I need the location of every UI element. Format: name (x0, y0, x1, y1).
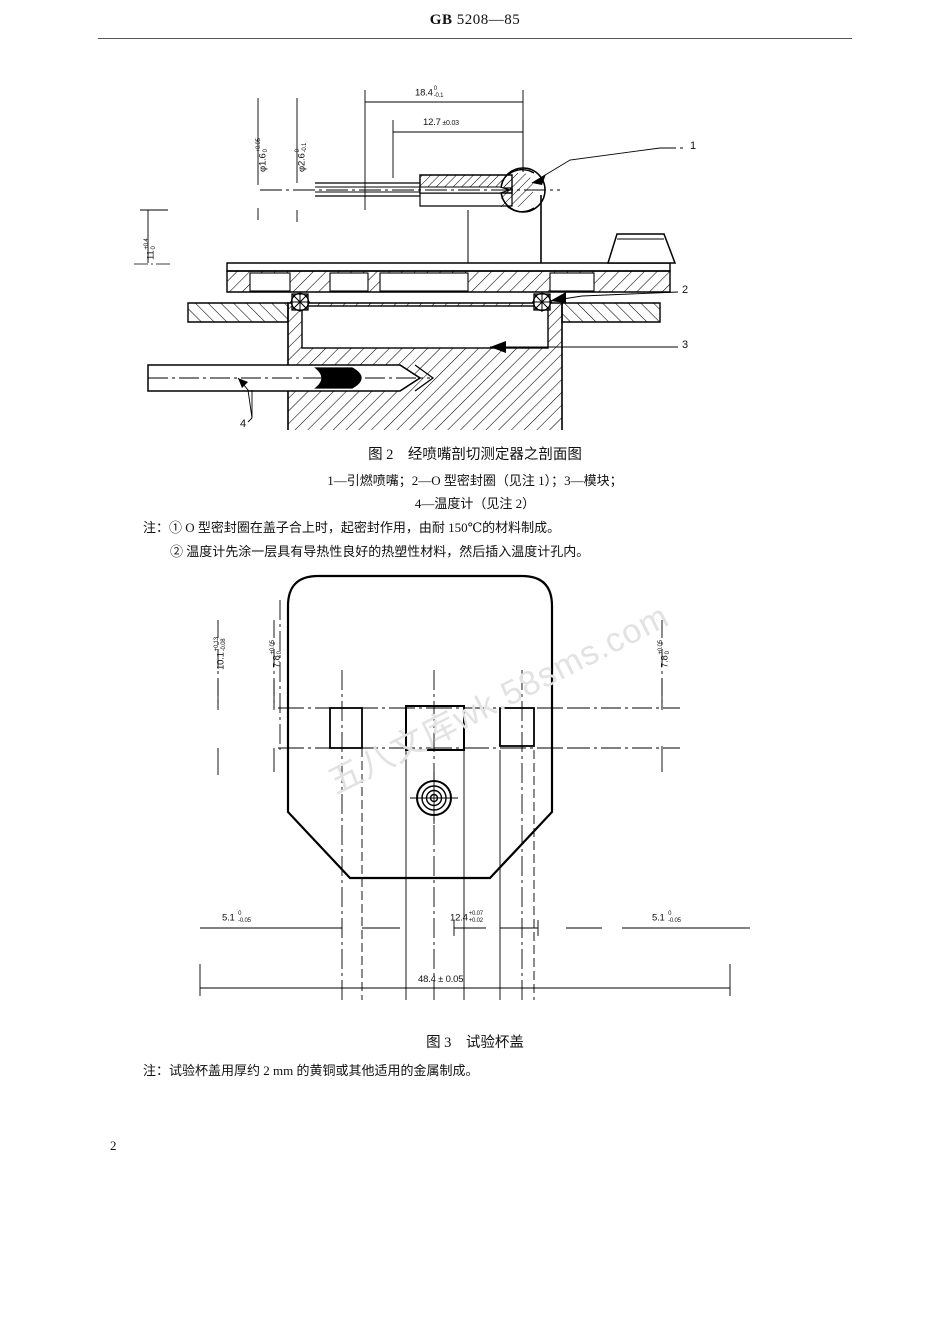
dim-length-inner-tol: ±0.03 (442, 120, 459, 127)
dim-dia-small-value: φ1.6 (257, 153, 269, 172)
figure-2-legend-line-2: 4—温度计（见注 2） (414, 496, 536, 511)
dim-height-tol-lower: 0 (150, 246, 157, 250)
dim-dia-small-tol-lower: 0 (262, 149, 269, 153)
dim-length-inner-value: 12.7 (423, 117, 441, 128)
page-number: 2 (110, 1138, 117, 1153)
dim-f3-left-vert2-tol-lower: 0 (276, 651, 283, 655)
dim-f3-bottom-left: 5.1 0-0.05 (222, 911, 251, 924)
dim-f3-left-vert2-tol-upper: +0.05 (270, 640, 276, 655)
header-divider (98, 38, 852, 39)
figure-2-note-1: 注：① O 型密封圈在盖子合上时，起密封作用，由耐 150℃的材料制成。 (143, 520, 561, 535)
dim-f3-bottom-center-tol-upper: +0.07 (468, 911, 483, 917)
dim-f3-bottom-center: 12.4+0.07+0.02 (450, 911, 483, 924)
dim-f3-right-vert-value: 7.8 (659, 655, 671, 668)
figure-2-svg (134, 90, 686, 430)
page-header: GB 5208—85 (98, 12, 852, 29)
dim-f3-bottom-right-tol-lower: -0.05 (668, 917, 681, 924)
dim-length-total-tol-upper: 0 (433, 86, 437, 92)
dim-f3-left-vert2-value: 7.8 (271, 655, 283, 668)
dim-dia-large-tol-upper: 0 (295, 149, 301, 153)
dim-height-value: 11 (145, 250, 157, 260)
leader-label-3: 3 (682, 339, 689, 351)
leader-label-4: 4 (240, 418, 247, 430)
dim-f3-bottom-overall: 48.4 ± 0.05 (418, 974, 464, 985)
dim-f3-left-vert: 10.1+0.13-0.08 (214, 637, 227, 670)
dim-dia-large-tol-lower: -0.1 (301, 142, 308, 153)
dim-f3-right-vert-tol-upper: +0.05 (658, 640, 664, 655)
standard-prefix: GB (429, 12, 453, 28)
leader-label-1: 1 (690, 140, 697, 152)
figure-2-note-2: ② 温度计先涂一层具有导热性良好的热塑性材料，然后插入温度计孔内。 (170, 544, 590, 559)
dim-dia-large-value: φ2.6 (296, 153, 308, 172)
figure-3-caption: 图 3 试验杯盖 (426, 1035, 524, 1051)
standard-number: 5208—85 (456, 12, 521, 28)
dim-length-inner: 12.7 ±0.03 (423, 117, 459, 128)
dim-f3-bottom-left-value: 5.1 (222, 912, 235, 924)
dim-f3-right-vert-tol-lower: 0 (664, 651, 671, 655)
dim-length-total: 18.40-0.1 (415, 86, 443, 99)
figure-3-note: 注：试验杯盖用厚约 2 mm 的黄铜或其他适用的金属制成。 (143, 1063, 479, 1078)
leader-label-2: 2 (682, 284, 689, 296)
dim-f3-bottom-right: 5.1 0-0.05 (652, 911, 681, 924)
dim-f3-left-vert-value: 10.1 (215, 652, 227, 670)
dim-f3-bottom-left-tol-lower: -0.05 (238, 917, 251, 924)
dim-dia-large: φ2.60-0.1 (295, 143, 308, 172)
dim-f3-left-vert-tol-lower: -0.08 (220, 638, 227, 652)
dim-dia-small-tol-upper: +0.05 (256, 138, 262, 153)
dim-f3-bottom-right-tol-upper: 0 (668, 911, 672, 917)
dim-f3-bottom-center-value: 12.4 (450, 912, 468, 924)
dim-height-tol-upper: +0.4 (144, 238, 150, 250)
figure-2-legend-line-1: 1—引燃喷嘴；2—O 型密封圈（见注 1）；3—模块； (327, 473, 623, 488)
figure-3-svg (199, 574, 750, 1000)
dim-length-total-tol-lower: -0.1 (433, 92, 444, 99)
figure-2-caption: 图 2 经喷嘴剖切测定器之剖面图 (368, 447, 582, 463)
dim-f3-left-vert-tol-upper: +0.13 (214, 637, 220, 652)
dim-length-total-value: 18.4 (415, 87, 433, 99)
dim-f3-bottom-center-tol-lower: +0.02 (468, 917, 483, 924)
dim-f3-bottom-left-tol-upper: 0 (238, 911, 242, 917)
dim-f3-bottom-right-value: 5.1 (652, 912, 665, 924)
